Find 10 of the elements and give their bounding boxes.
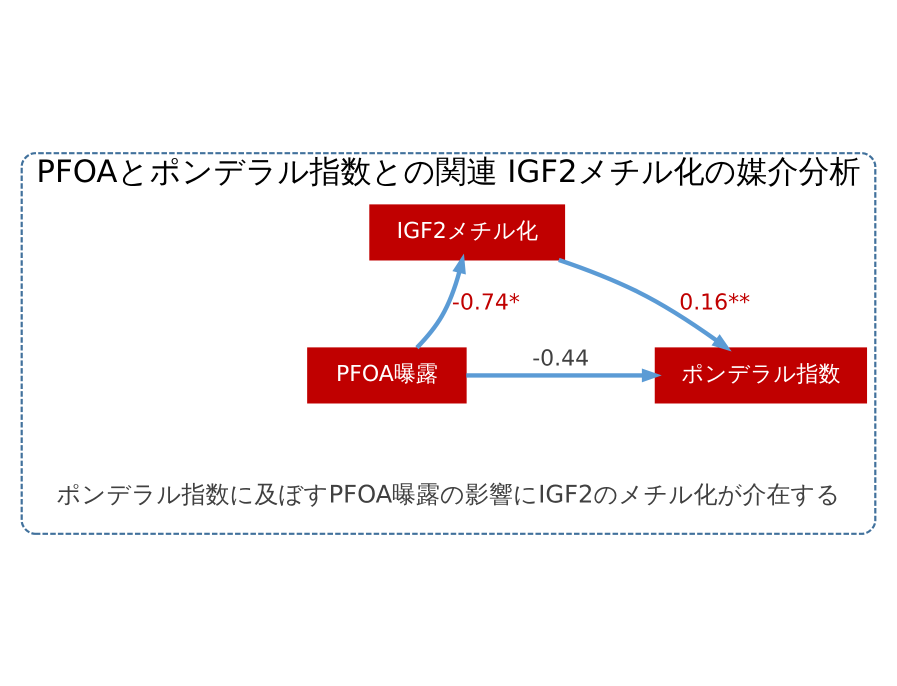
node-box: ポンデラル指数 — [654, 346, 868, 403]
edge-label: -0.74* — [452, 290, 520, 315]
arrow — [466, 368, 662, 382]
node-box: IGF2メチル化 — [369, 204, 566, 260]
node-box: PFOA曝露 — [307, 346, 467, 403]
edge-label: 0.16** — [679, 290, 750, 315]
arrow — [558, 257, 732, 351]
edge-label: -0.44 — [532, 346, 590, 371]
label: ポンデラル指数に及ぼすPFOA曝露の影響にIGF2のメチル化が介在する — [56, 480, 840, 508]
arrow — [415, 253, 466, 349]
